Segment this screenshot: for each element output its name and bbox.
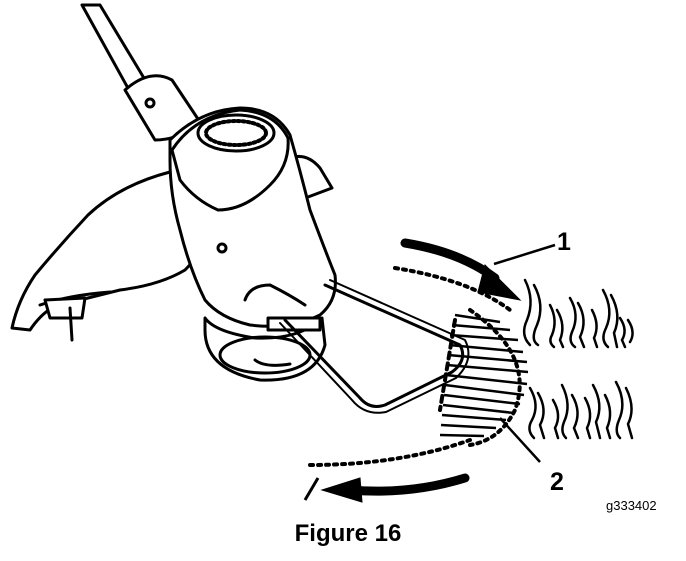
cutting-arc-bottom bbox=[308, 438, 472, 467]
figure-caption: Figure 16 bbox=[294, 520, 402, 547]
guide-wire bbox=[283, 283, 465, 408]
callout-1-label: 1 bbox=[557, 228, 571, 256]
grass-icon bbox=[522, 278, 634, 440]
cutting-arc-front bbox=[468, 308, 522, 447]
figure-code: g333402 bbox=[606, 498, 657, 513]
deflector-guard bbox=[10, 170, 212, 332]
cutting-arc-top bbox=[393, 266, 512, 312]
callout-2-label: 2 bbox=[550, 468, 564, 496]
trimmer-head bbox=[203, 316, 327, 382]
cutting-zone-hatch bbox=[439, 313, 529, 438]
rotation-arrow-cw-icon bbox=[400, 238, 522, 301]
leader-2 bbox=[499, 417, 541, 463]
leader-1 bbox=[493, 243, 556, 266]
rotation-arrow-ccw-icon bbox=[320, 473, 470, 503]
